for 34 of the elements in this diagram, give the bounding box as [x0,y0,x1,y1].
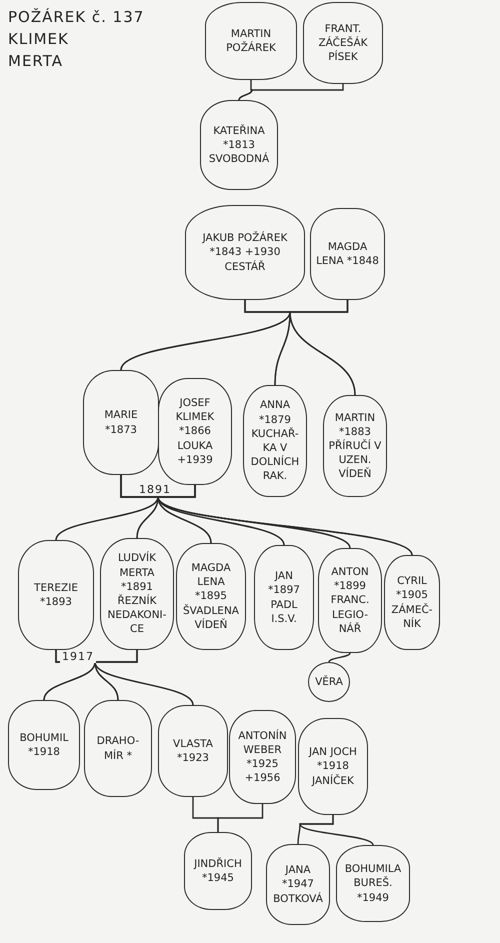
family-line [238,84,344,100]
family-line [289,300,356,396]
person-box: JINDŘICH *1945 [184,832,252,910]
person-circle: VĚRA [308,662,350,702]
person-box: ANTON *1899 FRANC. LEGIO- NÁŘ [318,548,382,653]
person-box: JAN *1897 PADL I.S.V. [254,545,314,650]
family-line [94,650,194,706]
person-box: LUDVÍK MERTA *1891 ŘEZNÍK NEDAKONI- CE [100,538,174,650]
person-box: MAGDA LENA *1848 [310,208,385,300]
person-box: FRANT. ZÁČEŠÁK PÍSEK [303,2,383,84]
heading-text: POŽÁREK č. 137 [7,8,146,26]
person-box: MARTIN *1883 PŘÍRUČÍ V UZEN. VÍDEŇ [323,395,387,497]
person-box: BOHUMIL *1918 [8,700,80,790]
person-box: TEREZIE *1893 [18,540,94,650]
person-box: KATEŘINA *1813 SVOBODNÁ [200,100,278,190]
family-line [157,485,413,556]
person-box: DRAHO- MÍR * [84,700,152,797]
person-box: JOSEF KLIMEK *1866 LOUKA +1939 [158,378,232,485]
family-line [328,652,351,662]
heading-text: KLIMEK [7,30,70,48]
person-box: JAKUB POŽÁREK *1843 +1930 CESTÁŘ [185,205,305,300]
person-box: MARIE *1873 [83,370,159,475]
family-line [299,815,374,846]
person-box: BOHUMILA BUREŠ. *1949 [336,845,410,922]
person-box: MAGDA LENA *1895 ŠVADLENA VÍDEŇ [176,543,246,650]
person-box: ANNA *1879 KUCHAŘ- KA V DOLNÍCH RAK. [243,385,307,497]
person-box: ANTONÍN WEBER *1925 +1956 [229,710,296,804]
person-box: JAN JOCH *1918 JANÍČEK [298,718,368,815]
person-box: MARTIN POŽÁREK [205,2,297,80]
marriage-year: 1917 [60,650,96,663]
person-box: VLASTA *1923 [158,705,228,797]
person-box: CYRIL *1905 ZÁMEČ- NÍK [384,555,440,650]
person-box: JANA *1947 BOTKOVÁ [266,844,330,925]
heading-text: MERTA [7,52,64,70]
